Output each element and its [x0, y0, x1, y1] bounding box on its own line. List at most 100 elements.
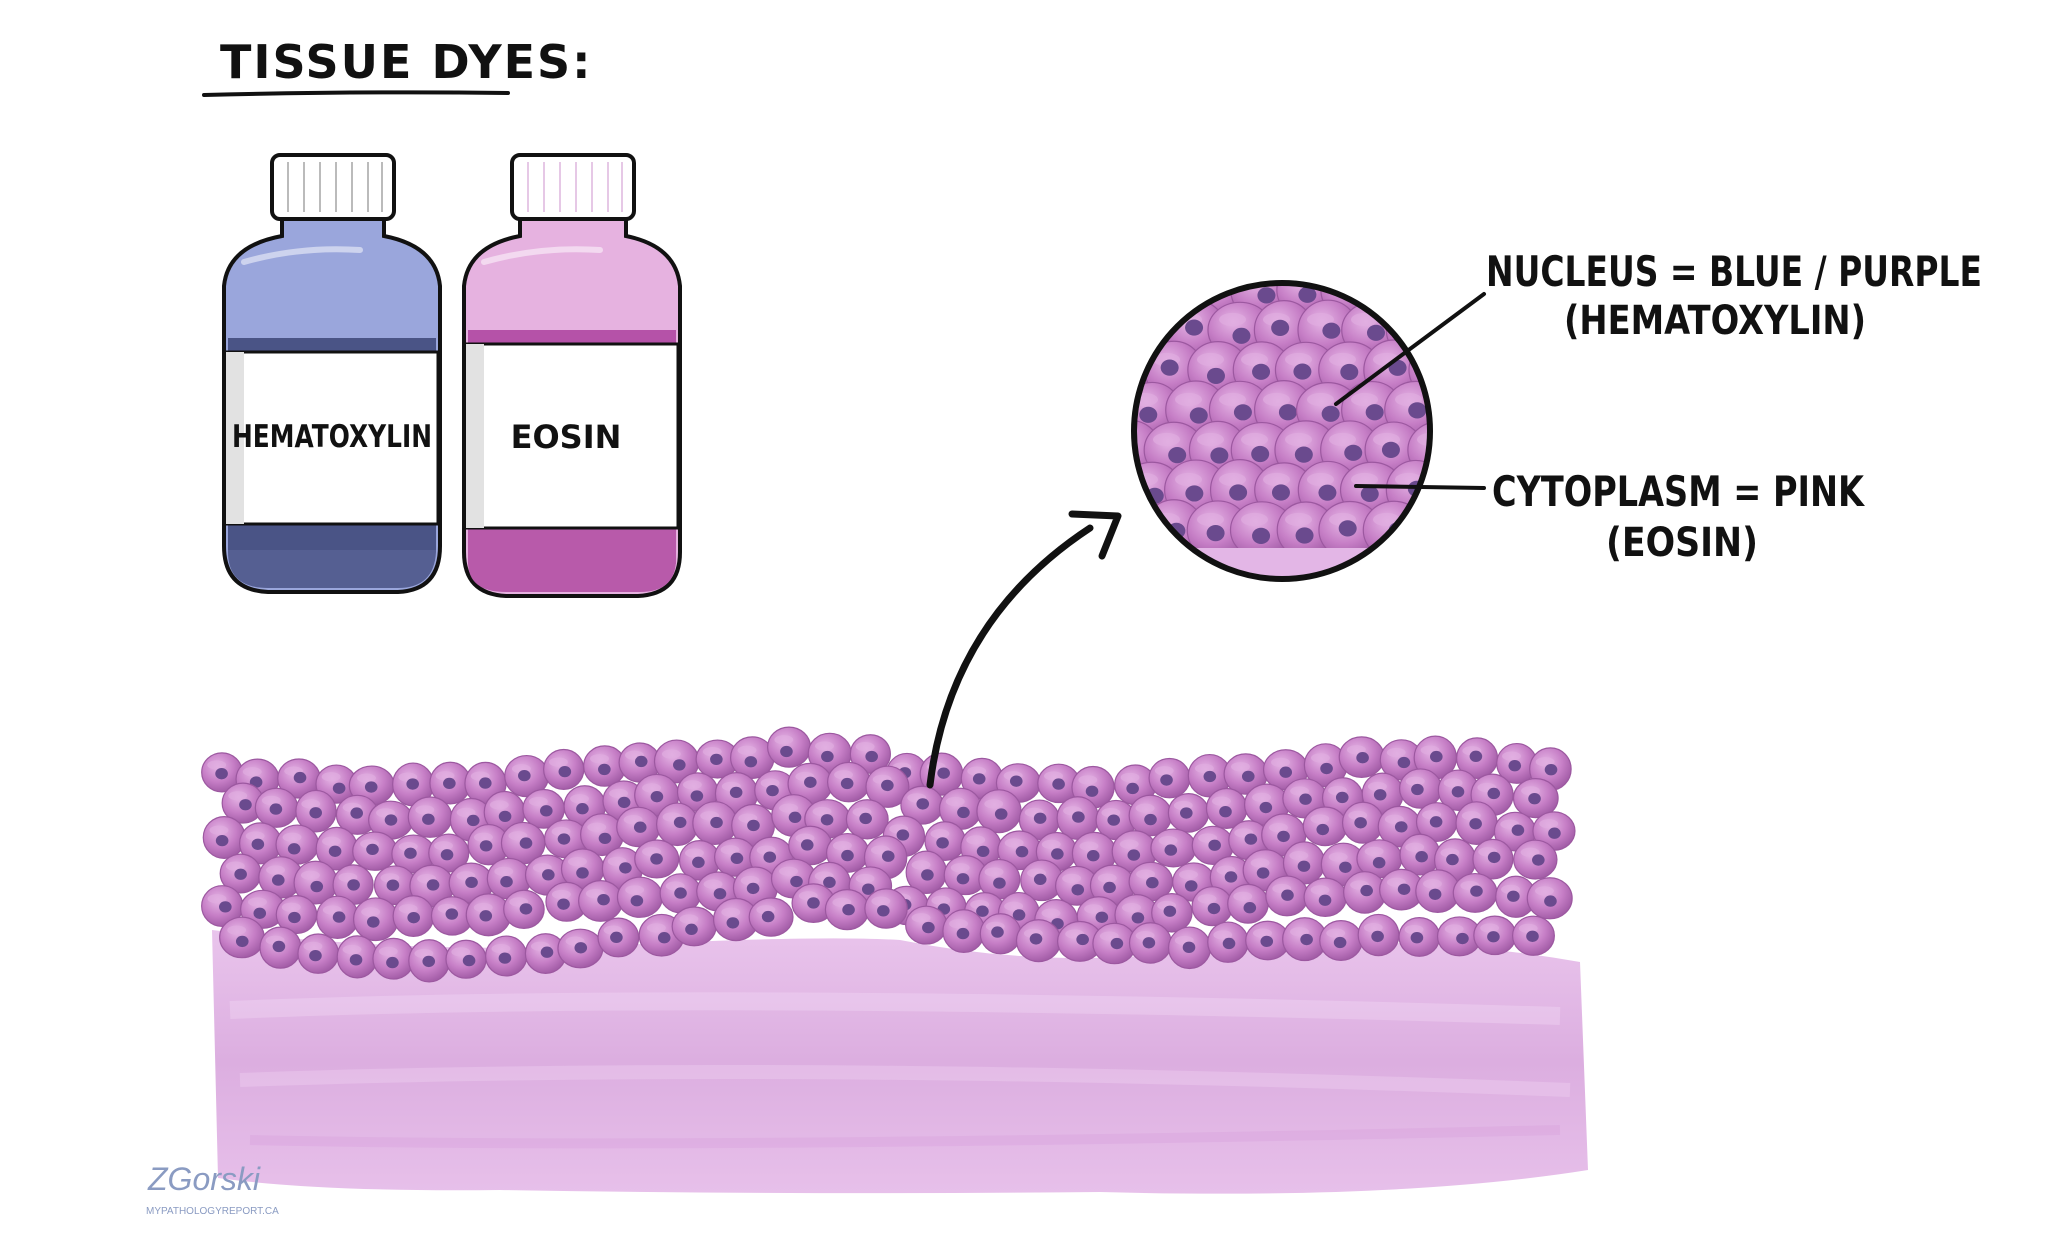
cell [1398, 768, 1443, 809]
nucleus [519, 837, 533, 849]
cell [653, 739, 700, 784]
nucleus [1344, 444, 1363, 461]
cell [1128, 922, 1172, 964]
cell [676, 772, 719, 812]
nucleus [1511, 824, 1525, 836]
nucleus [498, 952, 512, 964]
cell [219, 853, 262, 894]
nucleus [1260, 935, 1274, 948]
nucleus [466, 814, 480, 827]
nucleus [650, 790, 664, 803]
nucleus [1411, 783, 1424, 796]
nucleus [1033, 873, 1047, 886]
nucleus [1526, 930, 1539, 942]
nucleus [922, 921, 935, 934]
cell [560, 848, 605, 890]
nucleus [422, 955, 436, 968]
nucleus [1410, 932, 1424, 944]
nucleus [349, 954, 363, 966]
nucleus [1544, 764, 1558, 776]
cell [500, 821, 546, 865]
cell [634, 839, 680, 879]
nucleus [540, 946, 554, 958]
nucleus [1365, 404, 1384, 421]
nucleus [1335, 791, 1349, 804]
eosin-bottle: EOSIN [462, 153, 682, 598]
cytoplasm-annotation-line2: (EOSIN) [1606, 520, 1758, 566]
nucleus [859, 812, 872, 825]
nucleus [1251, 445, 1270, 463]
nucleus [657, 932, 671, 944]
nucleus [253, 907, 267, 919]
nucleus [1206, 525, 1225, 542]
cell [748, 897, 794, 937]
nucleus [235, 935, 249, 948]
nucleus [462, 954, 476, 967]
nucleus [1354, 817, 1367, 829]
nucleus [976, 845, 990, 858]
cell [275, 895, 318, 935]
nucleus [1318, 484, 1337, 501]
cell [1148, 757, 1191, 799]
nucleus [877, 905, 890, 917]
cell [771, 794, 817, 837]
nucleus [865, 750, 878, 763]
nucleus [1429, 816, 1443, 828]
cell [864, 888, 908, 929]
nucleus [1366, 324, 1385, 341]
nucleus [1012, 909, 1026, 921]
nucleus [1184, 880, 1198, 892]
cell [372, 937, 415, 980]
cell [1018, 799, 1061, 841]
nucleus [685, 923, 698, 936]
cell [976, 789, 1022, 834]
nucleus [823, 876, 836, 889]
cell [407, 796, 453, 838]
nucleus [1469, 818, 1482, 830]
nucleus [293, 771, 307, 784]
nucleus [1224, 871, 1238, 883]
cell [616, 806, 661, 848]
nucleus [993, 877, 1006, 889]
nucleus [1127, 849, 1141, 861]
nucleus [1252, 527, 1271, 544]
cell [336, 935, 378, 979]
nucleus [332, 782, 346, 794]
nucleus [1428, 888, 1442, 900]
nucleus [1294, 446, 1313, 463]
cell [1341, 801, 1385, 844]
cell [295, 789, 337, 833]
nucleus [1256, 867, 1270, 879]
nucleus [1394, 821, 1408, 833]
nucleus [610, 931, 623, 944]
nucleus [896, 829, 910, 841]
nucleus [364, 781, 378, 793]
cell [503, 889, 545, 929]
nucleus [821, 750, 834, 763]
nucleus [1107, 814, 1121, 826]
nucleus [1134, 527, 1136, 545]
cell [845, 799, 889, 840]
nucleus [1281, 889, 1294, 901]
cell [1037, 763, 1081, 804]
nucleus [366, 916, 380, 928]
nucleus [881, 779, 894, 792]
cell [254, 787, 299, 828]
nucleus [1372, 857, 1386, 869]
nucleus [1009, 775, 1023, 787]
title-group: TISSUE DYES: [202, 35, 591, 97]
cell [905, 905, 948, 945]
nucleus [1072, 811, 1085, 823]
cell [373, 865, 417, 906]
nucleus [726, 917, 740, 929]
cell [978, 858, 1021, 900]
cell [616, 876, 663, 918]
nucleus [956, 927, 970, 940]
cell [1415, 802, 1458, 842]
stroma-layer [212, 930, 1588, 1194]
cell [408, 939, 451, 983]
cell [695, 739, 740, 779]
cell [277, 758, 321, 799]
cell [391, 834, 436, 874]
nucleus [1322, 322, 1341, 339]
